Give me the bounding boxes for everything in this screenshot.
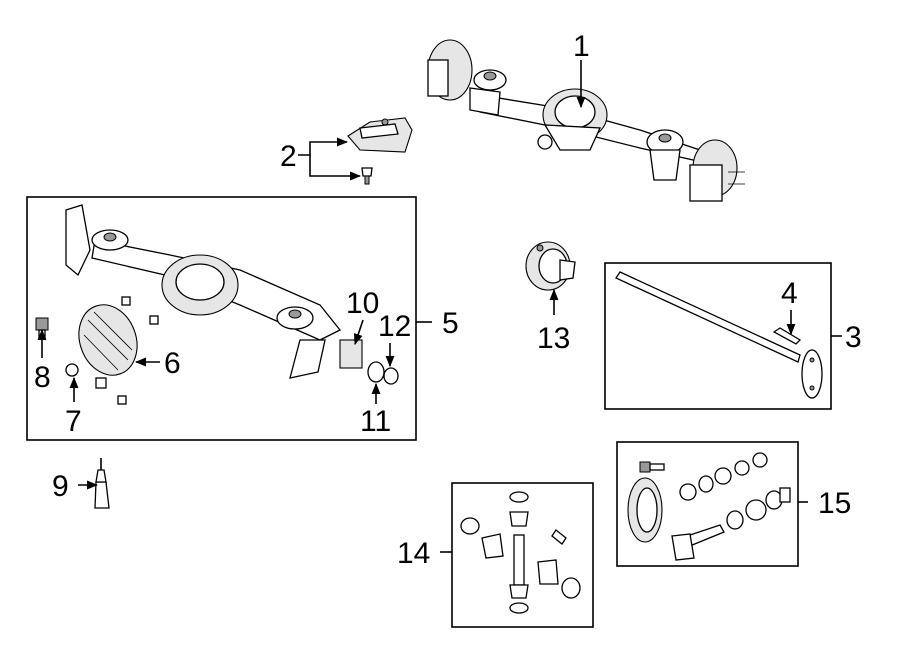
vent-bracket-illustration[interactable] <box>347 117 413 185</box>
axle-housing-illustration[interactable] <box>65 204 363 379</box>
sealant-tube-illustration[interactable] <box>94 458 110 509</box>
callout-1: 1 <box>573 30 590 63</box>
callout-8: 8 <box>34 361 51 394</box>
differential-case-illustration[interactable] <box>525 241 576 291</box>
seal-illustration[interactable] <box>383 367 399 385</box>
plug-illustration[interactable] <box>65 363 79 377</box>
callout-13: 13 <box>537 322 570 355</box>
callout-labels: 1 2 3 4 5 6 7 8 9 10 11 12 13 14 15 <box>34 30 862 570</box>
callout-2: 2 <box>280 140 297 173</box>
ring-illustration[interactable] <box>367 361 385 383</box>
callout-4: 4 <box>781 277 798 310</box>
axle-shaft-illustration[interactable] <box>615 271 823 399</box>
callout-10: 10 <box>346 287 379 320</box>
axle-assembly-illustration[interactable] <box>427 39 745 202</box>
callout-14: 14 <box>397 537 430 570</box>
pinion-kit-frame <box>451 482 594 628</box>
ring-pinion-frame <box>616 441 799 567</box>
callout-15: 15 <box>818 487 851 520</box>
callout-11: 11 <box>360 405 391 438</box>
leader-lines <box>37 60 842 553</box>
ring-pinion-illustration[interactable] <box>627 452 791 561</box>
misc-bolts-illustration <box>95 296 159 405</box>
callout-12: 12 <box>378 310 411 343</box>
callout-3: 3 <box>845 321 862 354</box>
cover-illustration[interactable] <box>69 297 146 384</box>
pinion-kit-illustration[interactable] <box>460 491 581 614</box>
callout-9: 9 <box>52 470 69 503</box>
wheel-stud-illustration[interactable] <box>772 327 802 345</box>
callout-7: 7 <box>65 405 82 438</box>
callout-6: 6 <box>164 347 181 380</box>
callout-5: 5 <box>442 307 459 340</box>
housing-group-frame <box>26 196 417 441</box>
